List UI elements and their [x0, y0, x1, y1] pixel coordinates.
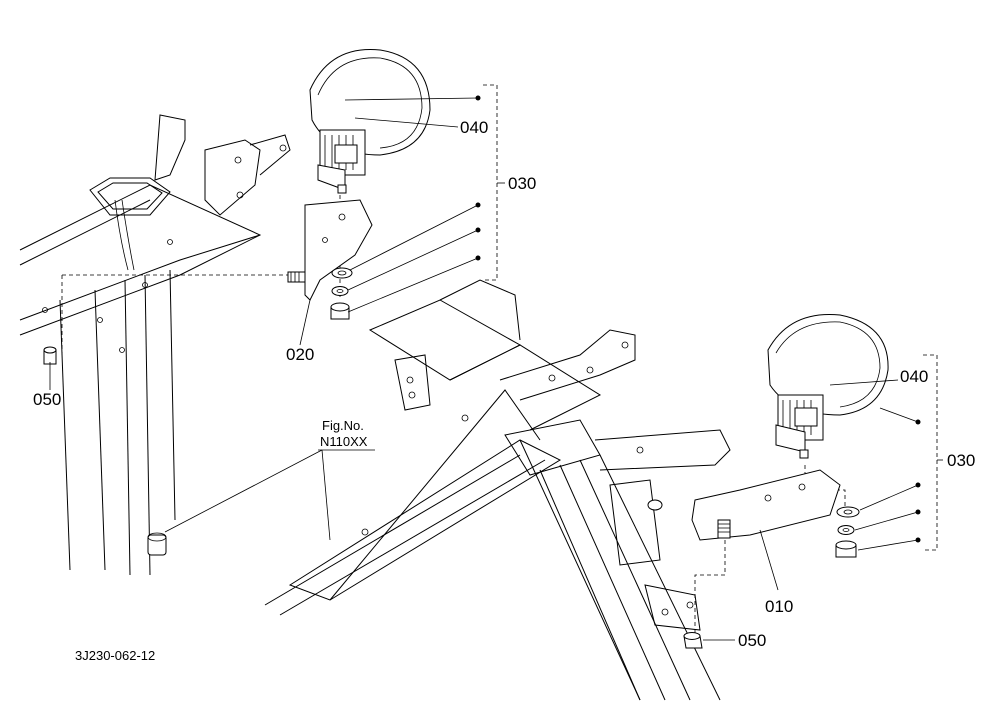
bracket-010 — [691, 469, 841, 541]
callout-050-right: 050 — [738, 631, 766, 650]
bolt-050-right — [683, 632, 703, 649]
fig-label: Fig.No. — [322, 418, 364, 433]
leader-lines — [49, 84, 943, 641]
fig-number: N110XX — [320, 434, 368, 449]
callout-030-right: 030 — [947, 451, 975, 470]
lamp-assembly-right — [767, 313, 889, 459]
washers-nut-right — [835, 506, 860, 558]
callout-040-right: 040 — [900, 367, 928, 386]
callout-010: 010 — [765, 597, 793, 616]
callout-050-left: 050 — [33, 390, 61, 409]
bracket-020 — [287, 199, 373, 301]
washers-nut-top — [330, 267, 353, 320]
callout-020: 020 — [286, 345, 314, 364]
drawing-id: 3J230-062-12 — [75, 648, 155, 663]
left-frame — [19, 114, 291, 576]
bolt-050-left — [43, 346, 57, 365]
right-frame — [264, 279, 731, 701]
callout-030-top: 030 — [508, 174, 536, 193]
lamp-assembly-top — [309, 49, 431, 194]
callout-040-top: 040 — [460, 118, 488, 137]
